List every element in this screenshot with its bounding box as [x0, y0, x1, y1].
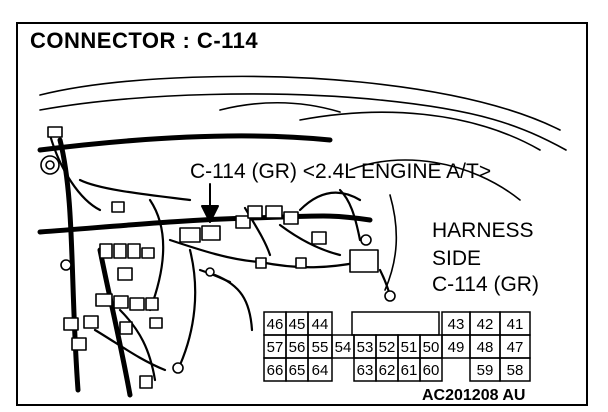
- figure-code: AC201208 AU: [422, 387, 526, 404]
- diagram-title: CONNECTOR : C-114: [30, 28, 259, 53]
- pin-cell: [419, 357, 443, 382]
- pin-number: 65: [289, 362, 306, 379]
- pin-number: 54: [335, 339, 352, 356]
- clamps: [40, 155, 396, 374]
- pin-number: 66: [267, 362, 284, 379]
- pin-number: 51: [401, 339, 418, 356]
- pointer-arrow: [201, 183, 219, 223]
- connector-key-window: [351, 311, 440, 336]
- pin-cell: [499, 357, 531, 382]
- connector-callout: C-114 (GR) <2.4L ENGINE A/T>: [190, 160, 492, 183]
- pin-number: 63: [357, 362, 374, 379]
- pin-number: 56: [289, 339, 306, 356]
- branch-wires: [48, 133, 392, 382]
- harness-side-label-line2: SIDE: [432, 247, 482, 270]
- pin-number: 50: [423, 339, 440, 356]
- pin-number: 55: [312, 339, 329, 356]
- body-outline: [39, 75, 567, 291]
- pin-number: 45: [289, 316, 306, 333]
- harness-side-label-line1: HARNESS: [432, 219, 534, 242]
- pin-number: 57: [267, 339, 284, 356]
- pin-number: 49: [448, 339, 465, 356]
- pin-number: 47: [507, 339, 524, 356]
- pin-number: 61: [401, 362, 418, 379]
- pin-number: 42: [477, 316, 494, 333]
- harness-side-label-line3: C-114 (GR): [432, 273, 539, 296]
- pin-number: 64: [312, 362, 329, 379]
- harness-connectors: [47, 126, 379, 389]
- diagram-frame: [16, 22, 588, 406]
- pin-number: 60: [423, 362, 440, 379]
- pin-number: 59: [477, 362, 494, 379]
- pin-number: 48: [477, 339, 494, 356]
- pin-number: 62: [379, 362, 396, 379]
- pin-number: 46: [267, 316, 284, 333]
- pin-number: 53: [357, 339, 374, 356]
- pin-cell: [307, 357, 333, 382]
- pin-number: 44: [312, 316, 329, 333]
- pin-number: 41: [507, 316, 524, 333]
- pin-number: 52: [379, 339, 396, 356]
- pin-number: 58: [507, 362, 524, 379]
- pin-number: 43: [448, 316, 465, 333]
